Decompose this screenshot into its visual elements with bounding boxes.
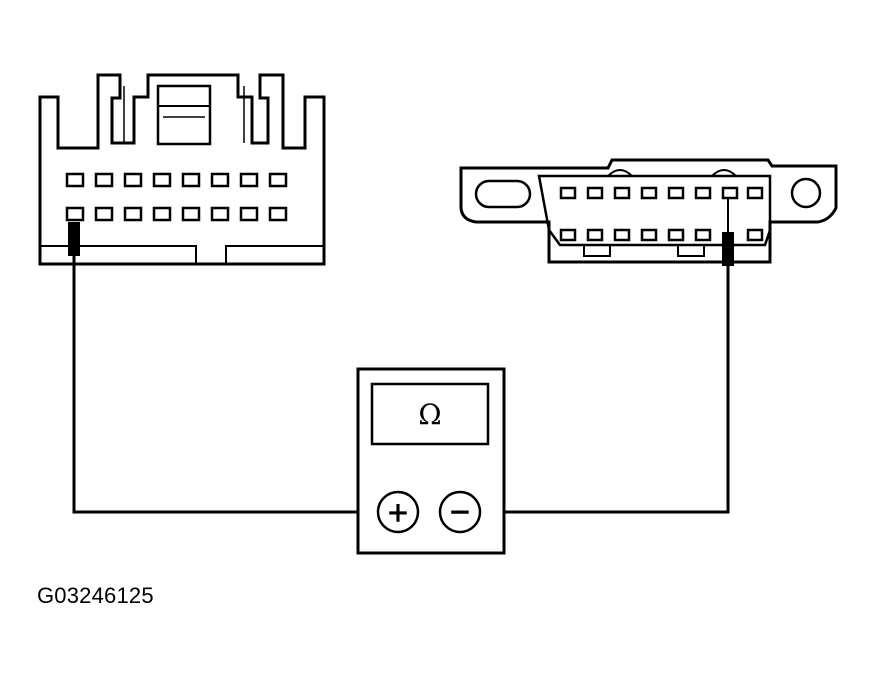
positive-terminal xyxy=(376,490,420,534)
negative-test-lead xyxy=(480,266,730,514)
module-connector-pins xyxy=(65,172,288,222)
module-connector xyxy=(38,73,326,266)
ohm-symbol: Ω xyxy=(418,398,441,431)
positive-test-lead xyxy=(72,256,378,514)
dlc-pins xyxy=(559,186,764,242)
negative-terminal-label: − xyxy=(448,495,471,528)
left-probe-tip xyxy=(68,222,80,256)
negative-terminal xyxy=(438,490,482,534)
module-connector-body xyxy=(38,73,326,266)
figure-id: G03246125 xyxy=(37,583,154,608)
dlc-flange xyxy=(459,158,838,264)
ohmmeter: Ω + − xyxy=(356,367,506,555)
data-link-connector xyxy=(459,158,838,264)
positive-terminal-label: + xyxy=(386,496,409,529)
ohmmeter-display xyxy=(370,382,490,446)
right-probe-tip xyxy=(722,232,734,266)
